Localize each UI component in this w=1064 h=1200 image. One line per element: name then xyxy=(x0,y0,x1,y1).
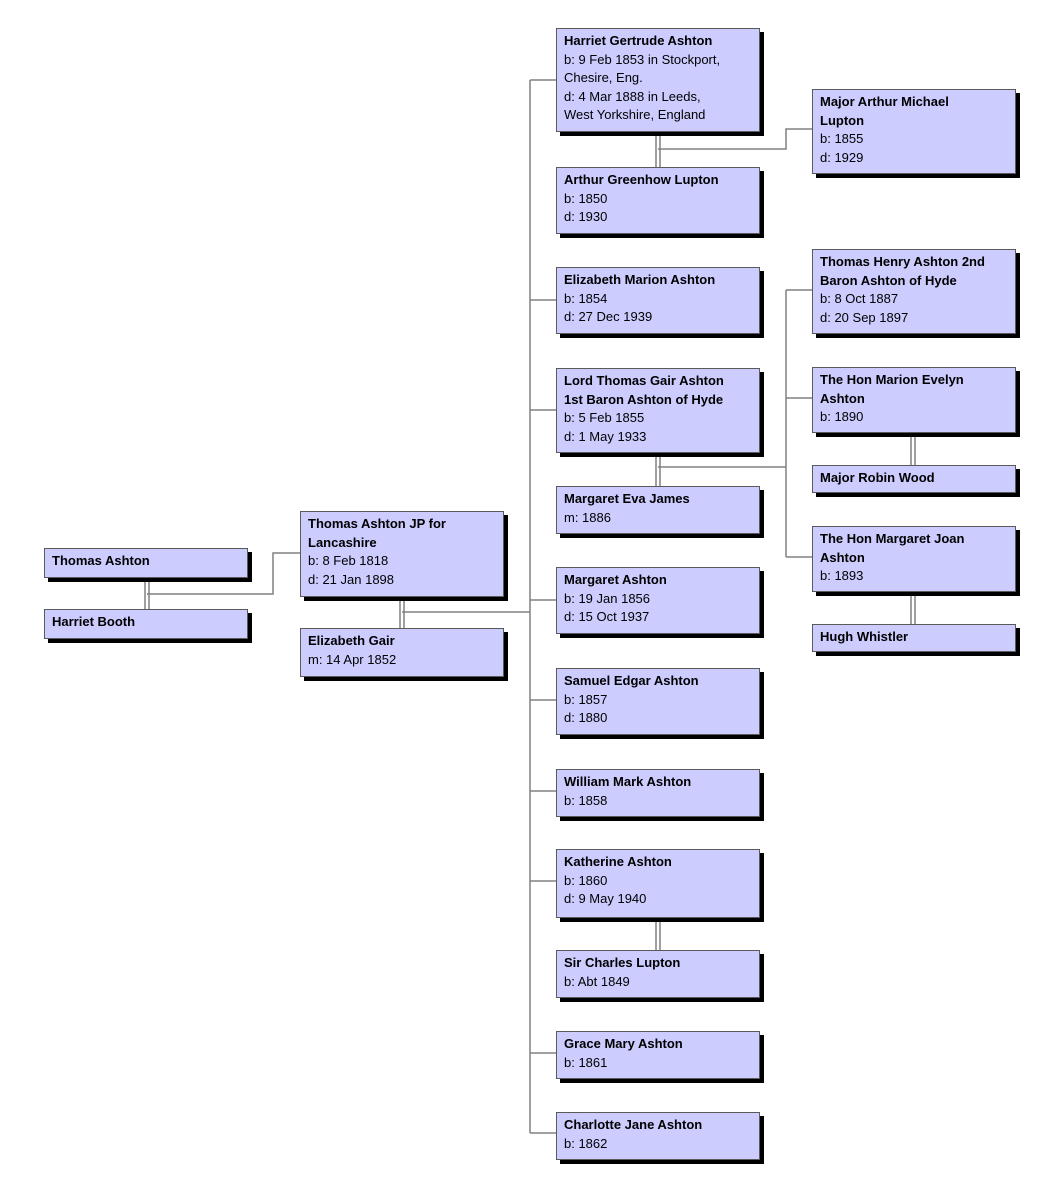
person-birth: b: 1858 xyxy=(564,792,608,808)
person-box-arthur-greenhow-lupton[interactable]: Arthur Greenhow Lupton b: 1850 d: 1930 xyxy=(556,167,760,234)
person-name: Arthur Greenhow Lupton xyxy=(564,172,719,187)
person-name: The Hon Margaret Joan Ashton xyxy=(820,531,965,565)
person-name: William Mark Ashton xyxy=(564,774,692,789)
person-name: Harriet Gertrude Ashton xyxy=(564,33,713,48)
person-birth: b: 1893 xyxy=(820,568,864,583)
person-name: Thomas Ashton xyxy=(52,553,150,568)
person-name: Major Arthur Michael Lupton xyxy=(820,94,949,128)
person-death: d: 1929 xyxy=(820,149,864,165)
person-name: Thomas Henry Ashton 2nd Baron Ashton of … xyxy=(820,254,985,288)
person-death: d: 1880 xyxy=(564,710,608,725)
person-death: d: 1 May 1933 xyxy=(564,428,647,444)
person-name: Elizabeth Gair xyxy=(308,633,395,648)
person-box-margaret-joan-ashton[interactable]: The Hon Margaret Joan Ashton b: 1893 xyxy=(812,526,1016,592)
person-box-harriet-booth[interactable]: Harriet Booth xyxy=(44,609,248,639)
person-name: Margaret Eva James xyxy=(564,491,690,506)
person-death: d: 27 Dec 1939 xyxy=(564,309,653,324)
person-birth: b: 19 Jan 1856 xyxy=(564,590,651,606)
person-birth: b: 1854 xyxy=(564,290,608,306)
person-death: d: 20 Sep 1897 xyxy=(820,309,909,325)
person-box-margaret-ashton[interactable]: Margaret Ashton b: 19 Jan 1856 d: 15 Oct… xyxy=(556,567,760,634)
person-box-sir-charles-lupton[interactable]: Sir Charles Lupton b: Abt 1849 xyxy=(556,950,760,998)
person-box-katherine-ashton[interactable]: Katherine Ashton b: 1860 d: 9 May 1940 xyxy=(556,849,760,918)
person-name: Thomas Ashton JP for Lancashire xyxy=(308,516,446,550)
person-name: The Hon Marion Evelyn Ashton xyxy=(820,372,964,406)
person-box-major-robin-wood[interactable]: Major Robin Wood xyxy=(812,465,1016,493)
person-box-lord-thomas-gair-ashton[interactable]: Lord Thomas Gair Ashton 1st Baron Ashton… xyxy=(556,368,760,453)
person-birth: b: 5 Feb 1855 xyxy=(564,410,645,425)
person-birth: b: 1862 xyxy=(564,1135,608,1151)
person-marriage: m: 1886 xyxy=(564,509,611,525)
person-name: Charlotte Jane Ashton xyxy=(564,1117,703,1132)
person-death: d: 1930 xyxy=(564,209,608,224)
person-box-harriet-gertrude-ashton[interactable]: Harriet Gertrude Ashton b: 9 Feb 1853 in… xyxy=(556,28,760,132)
person-name: Samuel Edgar Ashton xyxy=(564,673,699,688)
person-birth: b: 8 Oct 1887 xyxy=(820,291,899,306)
person-name: Lord Thomas Gair Ashton 1st Baron Ashton… xyxy=(564,373,724,407)
person-birth: b: Abt 1849 xyxy=(564,973,630,989)
person-box-samuel-edgar-ashton[interactable]: Samuel Edgar Ashton b: 1857 d: 1880 xyxy=(556,668,760,735)
person-box-margaret-eva-james[interactable]: Margaret Eva James m: 1886 xyxy=(556,486,760,534)
person-box-marion-evelyn-ashton[interactable]: The Hon Marion Evelyn Ashton b: 1890 xyxy=(812,367,1016,433)
person-name: Grace Mary Ashton xyxy=(564,1036,683,1051)
person-death: d: 9 May 1940 xyxy=(564,891,647,906)
person-name: Katherine Ashton xyxy=(564,854,672,869)
person-box-major-arthur-michael-lupton[interactable]: Major Arthur Michael Lupton b: 1855 d: 1… xyxy=(812,89,1016,174)
person-name: Harriet Booth xyxy=(52,614,136,629)
person-birth: b: 1855 xyxy=(820,131,864,146)
person-box-hugh-whistler[interactable]: Hugh Whistler xyxy=(812,624,1016,652)
person-death: d: 4 Mar 1888 in Leeds, West Yorkshire, … xyxy=(564,88,706,123)
person-marriage: m: 14 Apr 1852 xyxy=(308,651,397,667)
person-box-charlotte-jane-ashton[interactable]: Charlotte Jane Ashton b: 1862 xyxy=(556,1112,760,1160)
person-box-thomas-henry-ashton[interactable]: Thomas Henry Ashton 2nd Baron Ashton of … xyxy=(812,249,1016,334)
person-name: Margaret Ashton xyxy=(564,572,667,587)
person-birth: b: 8 Feb 1818 xyxy=(308,553,389,568)
person-death: d: 15 Oct 1937 xyxy=(564,609,650,624)
person-birth: b: 1857 xyxy=(564,691,608,707)
person-box-grace-mary-ashton[interactable]: Grace Mary Ashton b: 1861 xyxy=(556,1031,760,1079)
person-birth: b: 1861 xyxy=(564,1054,608,1070)
person-birth: b: 1890 xyxy=(820,409,864,424)
person-birth: b: 1850 xyxy=(564,190,608,206)
person-name: Hugh Whistler xyxy=(820,629,909,644)
person-box-thomas-ashton[interactable]: Thomas Ashton xyxy=(44,548,248,578)
person-box-elizabeth-marion-ashton[interactable]: Elizabeth Marion Ashton b: 1854 d: 27 De… xyxy=(556,267,760,334)
person-death: d: 21 Jan 1898 xyxy=(308,571,395,587)
person-box-elizabeth-gair[interactable]: Elizabeth Gair m: 14 Apr 1852 xyxy=(300,628,504,677)
person-box-william-mark-ashton[interactable]: William Mark Ashton b: 1858 xyxy=(556,769,760,817)
person-birth: b: 1860 xyxy=(564,872,608,888)
person-birth: b: 9 Feb 1853 in Stockport, Chesire, Eng… xyxy=(564,51,721,86)
person-name: Sir Charles Lupton xyxy=(564,955,681,970)
person-name: Elizabeth Marion Ashton xyxy=(564,272,716,287)
person-box-thomas-ashton-jp[interactable]: Thomas Ashton JP for Lancashire b: 8 Feb… xyxy=(300,511,504,597)
person-name: Major Robin Wood xyxy=(820,470,935,485)
